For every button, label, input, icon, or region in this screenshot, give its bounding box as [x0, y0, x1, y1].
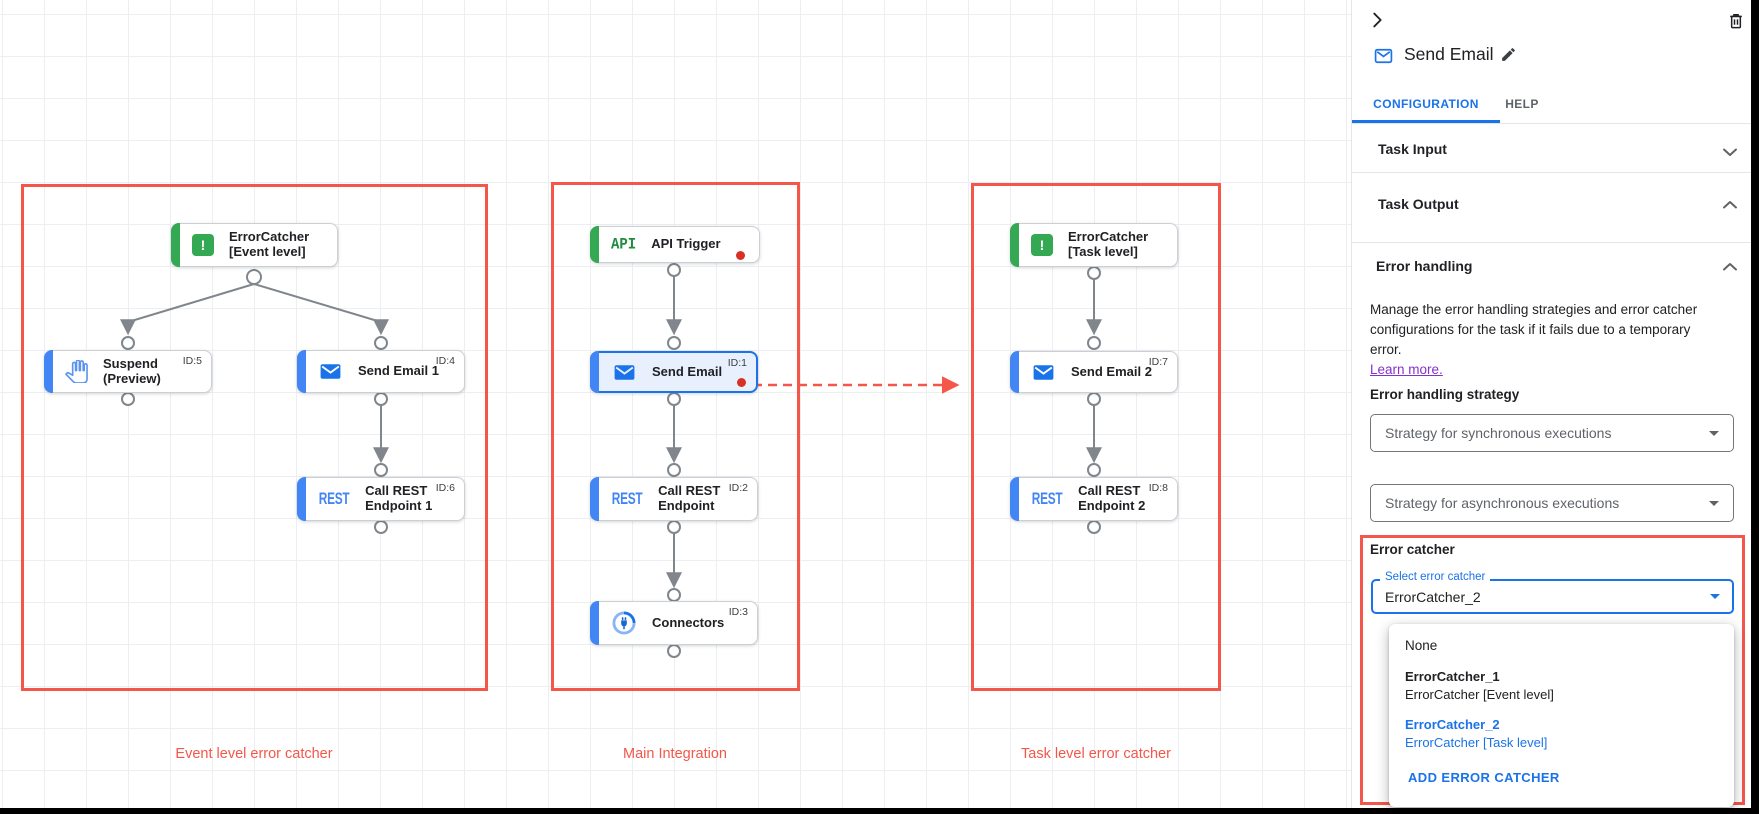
connectors-icon — [612, 611, 636, 635]
group-label-main-integration: Main Integration — [623, 746, 727, 762]
add-error-catcher-button[interactable]: ADD ERROR CATCHER — [1408, 770, 1560, 785]
learn-more-link[interactable]: Learn more. — [1370, 362, 1443, 377]
node-label: Call REST Endpoint 1 — [365, 483, 433, 513]
group-box-main-integration — [551, 182, 800, 691]
node-id-badge: ID:5 — [182, 355, 202, 367]
node-label: Call REST Endpoint — [658, 483, 721, 513]
dropdown-arrow-icon — [1709, 430, 1719, 436]
node-api-trigger[interactable]: API API Trigger — [590, 226, 760, 263]
node-call-rest-endpoint-1[interactable]: REST Call REST Endpoint 1 ID:6 — [297, 477, 465, 521]
node-id-badge: ID:4 — [435, 355, 455, 367]
dropdown-arrow-icon — [1709, 500, 1719, 506]
node-label: Suspend (Preview) — [103, 355, 161, 386]
option-name: ErrorCatcher_1 — [1405, 669, 1500, 684]
mail-icon — [614, 364, 635, 380]
mail-icon — [1033, 364, 1054, 380]
node-send-email-selected[interactable]: Send Email ID:1 — [590, 351, 758, 393]
error-catcher-selected-value: ErrorCatcher_2 — [1385, 588, 1481, 605]
dropdown-arrow-icon — [1710, 594, 1720, 599]
node-id-badge: ID:2 — [728, 482, 748, 494]
node-errorcatcher-event-level[interactable]: ! ErrorCatcher [Event level] — [171, 223, 338, 267]
node-send-email-2[interactable]: Send Email 2 ID:7 — [1010, 351, 1178, 393]
description-text: Manage the error handling strategies and… — [1370, 302, 1698, 357]
chevron-up-icon[interactable] — [1718, 255, 1742, 279]
error-handling-strategy-label: Error handling strategy — [1370, 387, 1520, 402]
node-label: Connectors — [652, 614, 725, 630]
divider — [1352, 172, 1752, 173]
node-label: Call REST Endpoint 2 — [1078, 483, 1146, 513]
task-title: Send Email — [1404, 44, 1494, 64]
select-error-catcher-label: Select error catcher — [1380, 571, 1491, 583]
node-id-badge: ID:1 — [727, 357, 747, 369]
error-catcher-icon: ! — [1031, 234, 1053, 256]
tab-configuration[interactable]: CONFIGURATION — [1373, 97, 1479, 111]
section-task-output[interactable]: Task Output — [1378, 196, 1459, 212]
option-description: ErrorCatcher [Event level] — [1405, 687, 1554, 702]
node-send-email-1[interactable]: Send Email 1 ID:4 — [297, 350, 465, 393]
screen-edge — [0, 808, 1759, 814]
divider — [1352, 123, 1752, 124]
rest-icon: REST — [611, 489, 643, 509]
node-id-badge: ID:6 — [435, 482, 455, 494]
edit-title-icon[interactable] — [1500, 46, 1517, 63]
delete-task-icon[interactable] — [1726, 10, 1746, 32]
tab-active-indicator — [1352, 120, 1500, 123]
api-icon: API — [611, 235, 637, 254]
node-label: Send Email 1 — [358, 363, 439, 379]
group-box-event-level — [21, 184, 488, 691]
node-call-rest-endpoint[interactable]: REST Call REST Endpoint ID:2 — [590, 477, 758, 521]
tab-help[interactable]: HELP — [1505, 97, 1539, 111]
node-label: ErrorCatcher [Task level] — [1068, 229, 1149, 259]
node-suspend[interactable]: Suspend (Preview) ID:5 — [44, 350, 212, 393]
error-catcher-icon: ! — [192, 234, 214, 256]
node-errorcatcher-task-level[interactable]: ! ErrorCatcher [Task level] — [1010, 223, 1178, 267]
error-dot — [736, 251, 745, 260]
group-label-event-level: Event level error catcher — [175, 746, 333, 762]
chevron-down-icon[interactable] — [1718, 140, 1742, 164]
sync-strategy-select[interactable]: Strategy for synchronous executions — [1370, 414, 1734, 452]
node-label: Send Email — [652, 363, 723, 379]
node-id-badge: ID:7 — [1148, 356, 1168, 368]
rest-icon: REST — [318, 489, 350, 509]
section-error-handling[interactable]: Error handling — [1376, 258, 1473, 274]
error-catcher-menu: None ErrorCatcher_1 ErrorCatcher [Event … — [1389, 624, 1734, 807]
mail-icon — [320, 364, 341, 379]
error-dot — [737, 378, 746, 387]
screen-edge — [1751, 0, 1759, 814]
node-call-rest-endpoint-2[interactable]: REST Call REST Endpoint 2 ID:8 — [1010, 477, 1178, 521]
option-name: ErrorCatcher_2 — [1405, 717, 1500, 732]
option-description: ErrorCatcher [Task level] — [1405, 735, 1548, 750]
group-label-task-level: Task level error catcher — [1021, 746, 1171, 762]
node-connectors[interactable]: Connectors ID:3 — [590, 601, 758, 645]
error-handling-description: Manage the error handling strategies and… — [1370, 300, 1722, 380]
menu-option-errorcatcher-2[interactable]: ErrorCatcher_2 ErrorCatcher [Task level] — [1389, 710, 1734, 758]
node-label: API Trigger — [651, 236, 721, 252]
task-config-panel: Send Email CONFIGURATION HELP Task Input… — [1351, 0, 1752, 808]
group-box-task-level — [971, 183, 1221, 691]
integration-canvas[interactable]: ! ErrorCatcher [Event level] Suspend (Pr… — [0, 0, 1351, 808]
error-catcher-select[interactable]: ErrorCatcher_2 — [1371, 579, 1734, 614]
menu-option-none[interactable]: None — [1405, 638, 1438, 653]
divider — [1352, 242, 1752, 243]
async-strategy-value: Strategy for asynchronous executions — [1385, 495, 1620, 511]
section-task-input[interactable]: Task Input — [1378, 141, 1447, 157]
node-label: ErrorCatcher [Event level] — [229, 229, 310, 259]
chevron-up-icon[interactable] — [1718, 193, 1742, 217]
collapse-panel-icon[interactable] — [1366, 9, 1388, 31]
async-strategy-select[interactable]: Strategy for asynchronous executions — [1370, 484, 1734, 522]
hand-icon — [65, 360, 88, 383]
node-label: Send Email 2 — [1071, 363, 1152, 379]
sync-strategy-value: Strategy for synchronous executions — [1385, 425, 1612, 441]
error-catcher-label: Error catcher — [1370, 542, 1455, 557]
mail-icon — [1374, 48, 1393, 64]
node-id-badge: ID:3 — [728, 606, 748, 618]
node-id-badge: ID:8 — [1148, 482, 1168, 494]
menu-option-errorcatcher-1[interactable]: ErrorCatcher_1 ErrorCatcher [Event level… — [1389, 662, 1734, 710]
rest-icon: REST — [1031, 489, 1063, 509]
